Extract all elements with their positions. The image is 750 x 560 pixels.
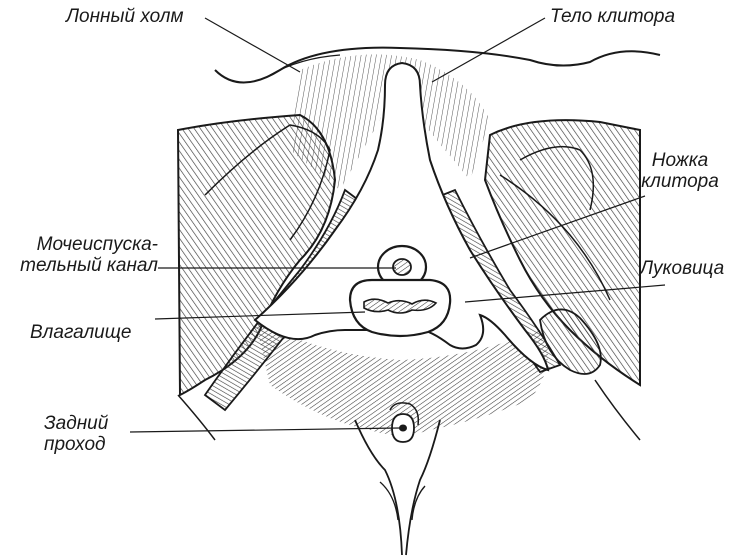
right-bulb-shape xyxy=(539,308,602,375)
mons-region xyxy=(290,54,490,190)
leader-mons xyxy=(204,17,301,73)
leader-clitoris-body xyxy=(431,17,546,83)
label-clitoris-crus: Ножка клитора xyxy=(641,150,719,192)
label-vagina: Влагалище xyxy=(30,322,132,343)
left-muscle xyxy=(176,113,337,397)
label-urethra: Мочеиспуска- тельный канал xyxy=(20,234,158,276)
leader-crus xyxy=(469,195,646,259)
label-clitoris-body: Тело клитора xyxy=(550,6,676,27)
leader-anus xyxy=(129,427,401,433)
label-mons-pubis: Лонный холм xyxy=(66,6,184,27)
leader-vagina xyxy=(154,311,366,320)
gluteal-cleft xyxy=(354,419,403,556)
label-bulb: Луковица xyxy=(640,258,725,279)
label-anus: Задний проход xyxy=(44,413,109,455)
perineum-region xyxy=(255,320,548,435)
leader-bulb xyxy=(464,284,666,303)
clitoris-vestibule xyxy=(253,61,550,372)
